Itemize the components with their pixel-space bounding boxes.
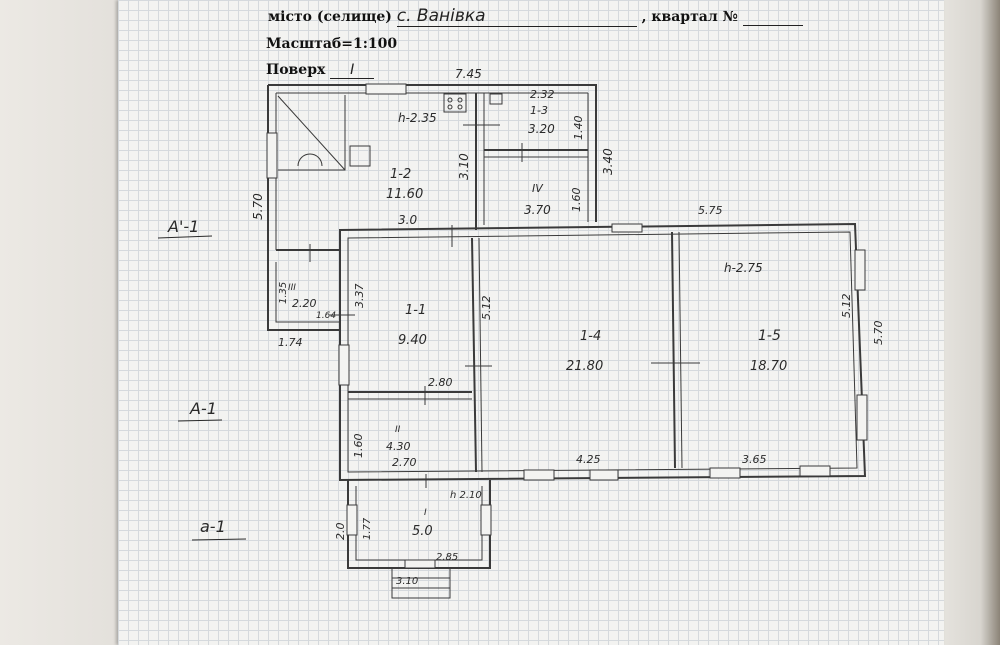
grid-paper <box>118 0 944 645</box>
room-1-4-dim: 5.12 <box>480 296 493 321</box>
dim-3-0: 3.0 <box>398 213 417 227</box>
room-1-3-dim-a: 2.32 <box>530 88 555 101</box>
room-iv-dim: 1.60 <box>570 188 583 213</box>
dim-3-10: 3.10 <box>457 153 471 180</box>
window <box>404 559 436 569</box>
window <box>856 394 868 441</box>
room-ii-dim-a: 1.60 <box>352 434 365 459</box>
marker-a1-mid: А-1 <box>189 399 217 418</box>
quarter-label: , квартал № <box>641 9 738 25</box>
room-1-3-id: 1-3 <box>530 104 548 117</box>
room-ii-area: 4.30 <box>386 440 411 453</box>
height-h2: h-2.75 <box>724 261 763 275</box>
wall-partition-14 <box>671 231 676 469</box>
room-iii-dim: 1.35 <box>278 282 289 304</box>
marker-a1-upper: А'-1 <box>167 217 199 236</box>
room-iv-area: 3.70 <box>524 203 551 217</box>
window <box>480 504 492 536</box>
floor-value: I <box>350 62 355 78</box>
dim-top-width: 7.45 <box>455 67 482 81</box>
porch-steps <box>391 568 451 599</box>
room-1-3-dim-b: 1.40 <box>572 116 585 141</box>
room-1-1-area: 9.40 <box>398 333 427 348</box>
height-h3: h 2.10 <box>450 490 482 501</box>
wall-extension-inner <box>347 231 858 473</box>
dim-ext-right: 5.70 <box>872 321 885 346</box>
room-iv-id: IV <box>532 182 544 195</box>
dim-1-74: 1.74 <box>278 336 303 349</box>
background-right-sheet <box>935 0 1000 645</box>
room-iii-id: III <box>288 283 296 293</box>
window <box>589 469 619 481</box>
room-1-5-id: 1-5 <box>758 328 781 344</box>
stove-icon <box>277 95 346 171</box>
oven-arc-icon <box>297 153 323 167</box>
room-1-1-id: 1-1 <box>405 303 426 318</box>
dim-left-height: 5.70 <box>251 193 265 220</box>
window <box>365 83 407 95</box>
room-1-2-id: 1-2 <box>390 167 411 182</box>
city-field: с. Ванівка <box>396 6 637 27</box>
city-value: с. Ванівка <box>396 6 486 26</box>
dim-ext-top: 5.75 <box>698 204 723 217</box>
floor-label: Поверх <box>266 62 326 78</box>
floor-field: I <box>330 62 375 79</box>
wall-partition-11b <box>478 237 483 473</box>
room-1-3-area: 3.20 <box>528 122 555 136</box>
room-ii-id: II <box>395 425 401 435</box>
window <box>854 249 866 291</box>
dim-porch-bottom: 3.10 <box>396 576 418 587</box>
room-1-5-dim: 5.12 <box>840 294 853 319</box>
wall-room3-inner <box>275 262 340 323</box>
quarter-field <box>742 9 803 26</box>
furnace-icon <box>349 145 371 167</box>
window <box>346 504 358 536</box>
window <box>338 344 350 386</box>
room-1-4-id: 1-4 <box>580 329 601 344</box>
room-i-dim-a: 1.77 <box>362 517 373 540</box>
room-1-4-area: 21.80 <box>566 359 603 374</box>
marker-a1-lower: а-1 <box>200 517 226 536</box>
dim-4-25: 4.25 <box>576 453 601 466</box>
room-1-5-area: 18.70 <box>750 359 787 374</box>
room-1-1-dim-a: 3.37 <box>353 284 366 309</box>
window <box>709 467 741 479</box>
floor-row: Поверх I <box>266 62 375 79</box>
sink-icon <box>443 93 467 113</box>
wall-extension-outer <box>339 222 867 482</box>
room-iii-area: 2.20 <box>292 297 317 310</box>
city-label: місто (селище) <box>268 9 392 25</box>
scale-label: Масштаб=1:100 <box>266 36 398 52</box>
wall-partition-11 <box>471 237 477 473</box>
room-1-1-dim-b: 2.80 <box>428 376 453 389</box>
dim-porch-left: 2.0 <box>334 523 347 541</box>
dim-1-64: 1.64 <box>316 311 336 321</box>
dim-right-height: 3.40 <box>601 148 615 175</box>
wall-partition-14b <box>678 231 683 469</box>
window <box>799 465 831 477</box>
room-i-area: 5.0 <box>412 524 433 539</box>
room-i-id: I <box>424 508 427 518</box>
room-ii-dim-b: 2.70 <box>392 456 417 469</box>
window <box>611 223 643 233</box>
dim-3-65: 3.65 <box>742 453 767 466</box>
toilet-icon <box>489 93 503 105</box>
height-h1: h-2.35 <box>398 111 437 125</box>
background-left-sheet <box>0 0 125 645</box>
window <box>266 132 278 179</box>
room-1-2-area: 11.60 <box>386 187 423 202</box>
city-row: місто (селище) с. Ванівка , квартал № <box>268 6 803 27</box>
room-i-dim-b: 2.85 <box>436 552 458 563</box>
window <box>523 469 555 481</box>
